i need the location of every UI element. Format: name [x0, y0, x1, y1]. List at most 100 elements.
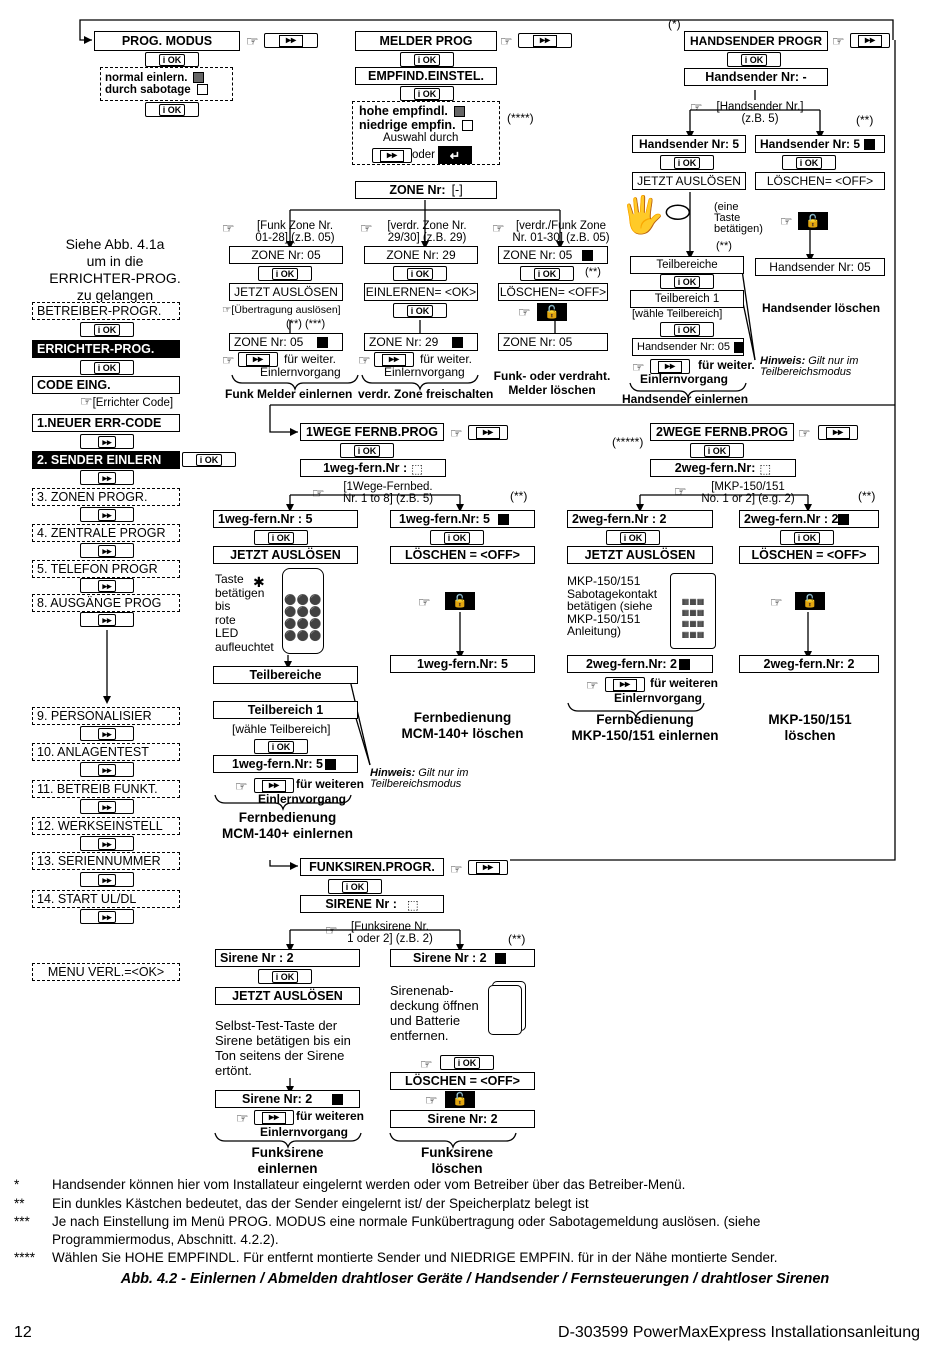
empfind-options[interactable]: hohe empfindl. niedrige empfin. Auswahl …: [352, 101, 500, 165]
fernb1-nr-5-empty[interactable]: 1weg-fern.Nr: 5: [390, 655, 535, 673]
jetzt-ausloesen[interactable]: JETZT AUSLÖSEN: [229, 283, 343, 301]
handsender-nr-05-filled[interactable]: Handsender Nr: 05: [632, 338, 744, 356]
back-arrow-icon[interactable]: ↵: [438, 146, 472, 164]
footnote-mark: (**): [510, 489, 528, 503]
siren-icon: [488, 985, 522, 1035]
zone-nr-05[interactable]: ZONE Nr: 05: [229, 246, 343, 264]
menu-item-personalisier[interactable]: 9. PERSONALISIER: [32, 707, 180, 725]
menu-item-betreiber[interactable]: BETREIBER-PROGR.: [32, 302, 180, 320]
col2-note: [verdr. Zone Nr. 29/30] (z.B. 29): [372, 220, 482, 244]
fernb2-nr-2-empty[interactable]: 2weg-fern.Nr: 2: [739, 655, 879, 673]
next-button-icon: ▸▸: [80, 470, 134, 485]
empfind-einstel[interactable]: EMPFIND.EINSTEL.: [355, 67, 497, 85]
loeschen-off[interactable]: LÖSCHEN = <OFF>: [390, 1072, 535, 1090]
hinweis-line: Gilt nur im: [808, 355, 859, 367]
handsender-title[interactable]: HANDSENDER PROGR: [684, 31, 828, 51]
hint-line: betätigen (siehe: [567, 599, 653, 613]
next-button-icon: ▸▸: [238, 352, 278, 367]
sirene-nr-2-empty[interactable]: Sirene Nr: 2: [390, 1110, 535, 1128]
jetzt-ausloesen[interactable]: JETZT AUSLÖSEN: [215, 987, 360, 1005]
menu-item-neuer-code[interactable]: 1.NEUER ERR-CODE: [32, 414, 180, 432]
loeschen-off[interactable]: LÖSCHEN= <OFF>: [755, 172, 885, 190]
zone-nr-29[interactable]: ZONE Nr: 29: [364, 246, 478, 264]
sirene-nr-2-del[interactable]: Sirene Nr : 2: [390, 949, 535, 967]
next-button-icon: ▸▸: [374, 352, 414, 367]
teilbereich-1[interactable]: Teilbereich 1: [213, 701, 358, 719]
jetzt-ausloesen[interactable]: JETZT AUSLÖSEN: [213, 546, 358, 564]
uebertragung-label: [Übertragung auslösen]: [231, 304, 341, 316]
sirene-nr[interactable]: SIRENE Nr :⬚: [300, 895, 444, 913]
title-line: löschen: [431, 1160, 483, 1176]
menu-item-menu-verl[interactable]: MENU VERL.=<OK>: [32, 963, 180, 981]
zone-nr-05-filled[interactable]: ZONE Nr: 05: [229, 333, 343, 351]
pointing-hand-icon: ☞: [222, 352, 235, 368]
loeschen-off[interactable]: LÖSCHEN = <OFF>: [390, 546, 535, 564]
prog-modus-options[interactable]: normal einlern. durch sabotage: [100, 67, 233, 101]
melder-prog-title[interactable]: MELDER PROG: [355, 31, 497, 51]
fernb1-title[interactable]: 1WEGE FERNB.PROG: [300, 423, 444, 441]
loeschen-off[interactable]: LÖSCHEN= <OFF>: [498, 283, 608, 301]
unlock-icon[interactable]: 🔓: [795, 592, 825, 610]
footnote-4: ****Wählen Sie HOHE EMPFINDL. Für entfer…: [14, 1250, 778, 1265]
zone-nr-field[interactable]: ZONE Nr:[-]: [355, 181, 497, 199]
menu-item-seriennummer[interactable]: 13. SERIENNUMMER: [32, 852, 180, 870]
document-id: D-303599 PowerMaxExpress Installationsan…: [558, 1324, 920, 1341]
menu-item-werkseinstell[interactable]: 12. WERKSEINSTELL: [32, 817, 180, 835]
fernb2-nr[interactable]: 2weg-fern.Nr:⬚: [650, 459, 796, 477]
note-line: [Funk Zone Nr.: [256, 220, 334, 232]
handsender-nr[interactable]: Handsender Nr: -: [684, 68, 828, 86]
teilbereiche[interactable]: Teilbereiche: [213, 666, 358, 684]
teilbereiche[interactable]: Teilbereiche: [630, 256, 744, 274]
teilbereich-1[interactable]: Teilbereich 1: [630, 290, 744, 308]
nr-label: Handsender Nr: 05: [637, 341, 730, 353]
fernb1-nr-5[interactable]: 1weg-fern.Nr : 5: [213, 510, 358, 528]
loeschen-off[interactable]: LÖSCHEN = <OFF>: [739, 546, 879, 564]
fernb1-nr[interactable]: 1weg-fern.Nr :⬚: [300, 459, 446, 477]
pointing-hand-icon: ☞: [674, 483, 687, 499]
handsender-nr-05[interactable]: Handsender Nr: 05: [755, 258, 885, 276]
menu-item-start-ul-dl[interactable]: 14. START UL/DL: [32, 890, 180, 908]
zone-nr-29-filled[interactable]: ZONE Nr: 29: [364, 333, 478, 351]
menu-item-betreib-funkt[interactable]: 11. BETREIB FUNKT.: [32, 780, 180, 798]
unlock-icon[interactable]: 🔓: [445, 592, 475, 610]
unlock-icon[interactable]: 🔓: [537, 303, 567, 321]
auswahl-label: Auswahl durch: [383, 132, 459, 144]
footnote-mark: (**): [716, 240, 732, 252]
einlernen-ok[interactable]: EINLERNEN= <OK>: [364, 283, 478, 301]
sirene-nr-2[interactable]: Sirene Nr : 2: [215, 949, 360, 967]
footnote-2: **Ein dunkles Kästchen bedeutet, das der…: [14, 1196, 589, 1211]
sirene-nr-2-filled[interactable]: Sirene Nr: 2: [215, 1090, 360, 1108]
menu-item-anlagentest[interactable]: 10. ANLAGENTEST: [32, 743, 180, 761]
menu-item-errichter[interactable]: ERRICHTER-PROG.: [32, 340, 180, 358]
title-line: MCM-140+ löschen: [401, 725, 524, 741]
fernb1-nr-5-del[interactable]: 1weg-fern.Nr: 5: [390, 510, 535, 528]
menu-item-ausgaenge[interactable]: 8. AUSGÄNGE PROG: [32, 594, 180, 612]
menu-item-sender-einlern[interactable]: 2. SENDER EINLERN: [32, 451, 180, 469]
code-input[interactable]: CODE EING.: [32, 376, 180, 394]
menu-item-zonen[interactable]: 3. ZONEN PROGR.: [32, 488, 180, 506]
zone-nr-05-del[interactable]: ZONE Nr: 05: [498, 246, 608, 264]
next-button-icon: ▸▸: [80, 543, 134, 558]
handsender-nr-5[interactable]: Handsender Nr: 5: [632, 135, 746, 153]
menu-item-zentrale[interactable]: 4. ZENTRALE PROGR: [32, 524, 180, 542]
fernb2-nr-2[interactable]: 2weg-fern.Nr : 2: [567, 510, 713, 528]
fernb1-note: [1Wege-Fernbed. Nr. 1 to 8] (z.B. 5): [328, 481, 448, 505]
menu-item-telefon[interactable]: 5. TELEFON PROGR: [32, 560, 180, 578]
further-label: für weiteren: [296, 1109, 365, 1123]
prog-modus-title[interactable]: PROG. MODUS: [94, 31, 240, 51]
sirene-title[interactable]: FUNKSIREN.PROGR.: [300, 858, 444, 876]
selected-square-icon: [453, 106, 465, 118]
fernb2-nr-2-filled[interactable]: 2weg-fern.Nr: 2: [567, 655, 713, 673]
footnote-mark: (**): [856, 113, 874, 127]
zone-nr-05-empty[interactable]: ZONE Nr: 05: [498, 333, 608, 351]
unlock-icon[interactable]: 🔓: [798, 212, 828, 230]
jetzt-ausloesen[interactable]: JETZT AUSLÖSEN: [567, 546, 713, 564]
fernb1-nr-5-filled[interactable]: 1weg-fern.Nr: 5: [213, 755, 358, 773]
ok-button-icon: i OK: [727, 52, 781, 67]
pointing-hand-icon: ☞: [246, 33, 259, 49]
handsender-nr-5-del[interactable]: Handsender Nr: 5: [755, 135, 885, 153]
unlock-icon[interactable]: 🔓: [445, 1091, 475, 1108]
fernb2-title[interactable]: 2WEGE FERNB.PROG: [650, 423, 794, 441]
fernb2-nr-2-del[interactable]: 2weg-fern.Nr : 2: [739, 510, 879, 528]
jetzt-ausloesen[interactable]: JETZT AUSLÖSEN: [632, 172, 746, 190]
